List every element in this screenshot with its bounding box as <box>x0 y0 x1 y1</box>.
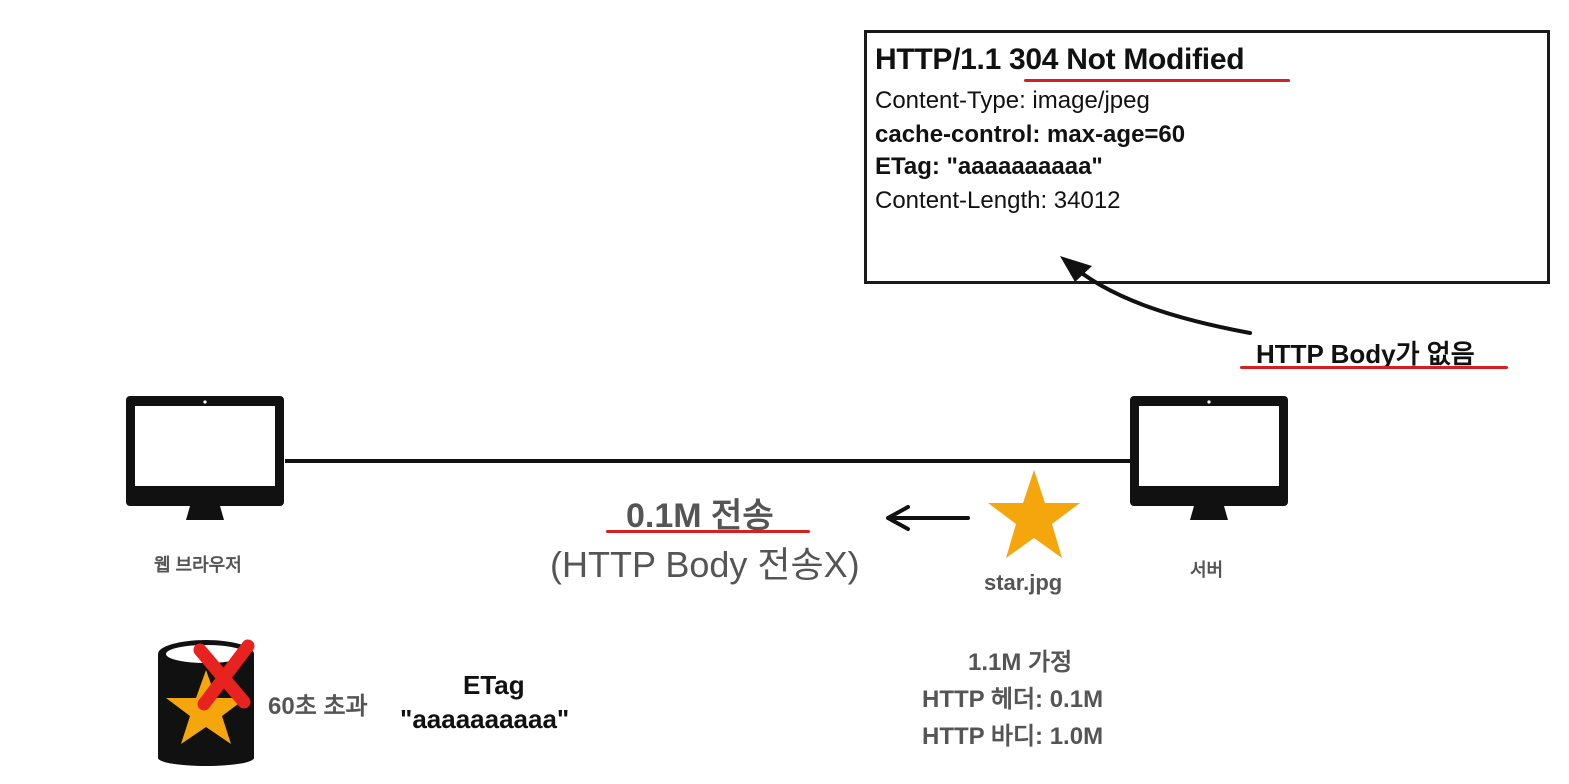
assumption-body-size: HTTP 바디: 1.0M <box>922 723 1104 750</box>
header-cache-control: cache-control: max-age=60 <box>875 121 1186 148</box>
server-label: 서버 <box>1190 560 1224 580</box>
transfer-note: (HTTP Body 전송X) <box>550 544 860 585</box>
cache-expired-label: 60초 초과 <box>268 693 368 720</box>
transfer-size-underline <box>606 530 810 533</box>
transfer-arrow-left <box>886 505 970 531</box>
http-response-box: HTTP/1.1 304 Not Modified Content-Type: … <box>864 30 1550 284</box>
status-code-underline <box>1024 79 1290 82</box>
connection-line <box>285 459 1131 463</box>
status-prefix: HTTP/1.1 <box>875 43 1001 76</box>
star-filename: star.jpg <box>984 570 1063 595</box>
status-code: 304 Not Modified <box>1009 43 1245 76</box>
header-etag: ETag: "aaaaaaaaaa" <box>875 153 1103 180</box>
header-content-type: Content-Type: image/jpeg <box>875 87 1150 114</box>
no-body-annotation: HTTP Body가 없음 <box>1256 339 1475 369</box>
assumption-title: 1.1M 가정 <box>968 649 1073 676</box>
assumption-header-size: HTTP 헤더: 0.1M <box>922 686 1104 713</box>
cache-etag-label: ETag <box>463 670 525 700</box>
transfer-size: 0.1M 전송 <box>626 497 774 535</box>
response-status-line: HTTP/1.1 304 Not Modified <box>875 43 1245 77</box>
header-content-length: Content-Length: 34012 <box>875 187 1121 214</box>
cache-expired-x-icon <box>193 639 255 711</box>
no-body-underline <box>1240 366 1508 369</box>
cache-etag-value: "aaaaaaaaaa" <box>400 704 570 734</box>
server-monitor-icon <box>1130 396 1288 520</box>
browser-label: 웹 브라우저 <box>154 555 242 575</box>
star-icon <box>988 470 1080 558</box>
browser-monitor-icon <box>126 396 284 520</box>
